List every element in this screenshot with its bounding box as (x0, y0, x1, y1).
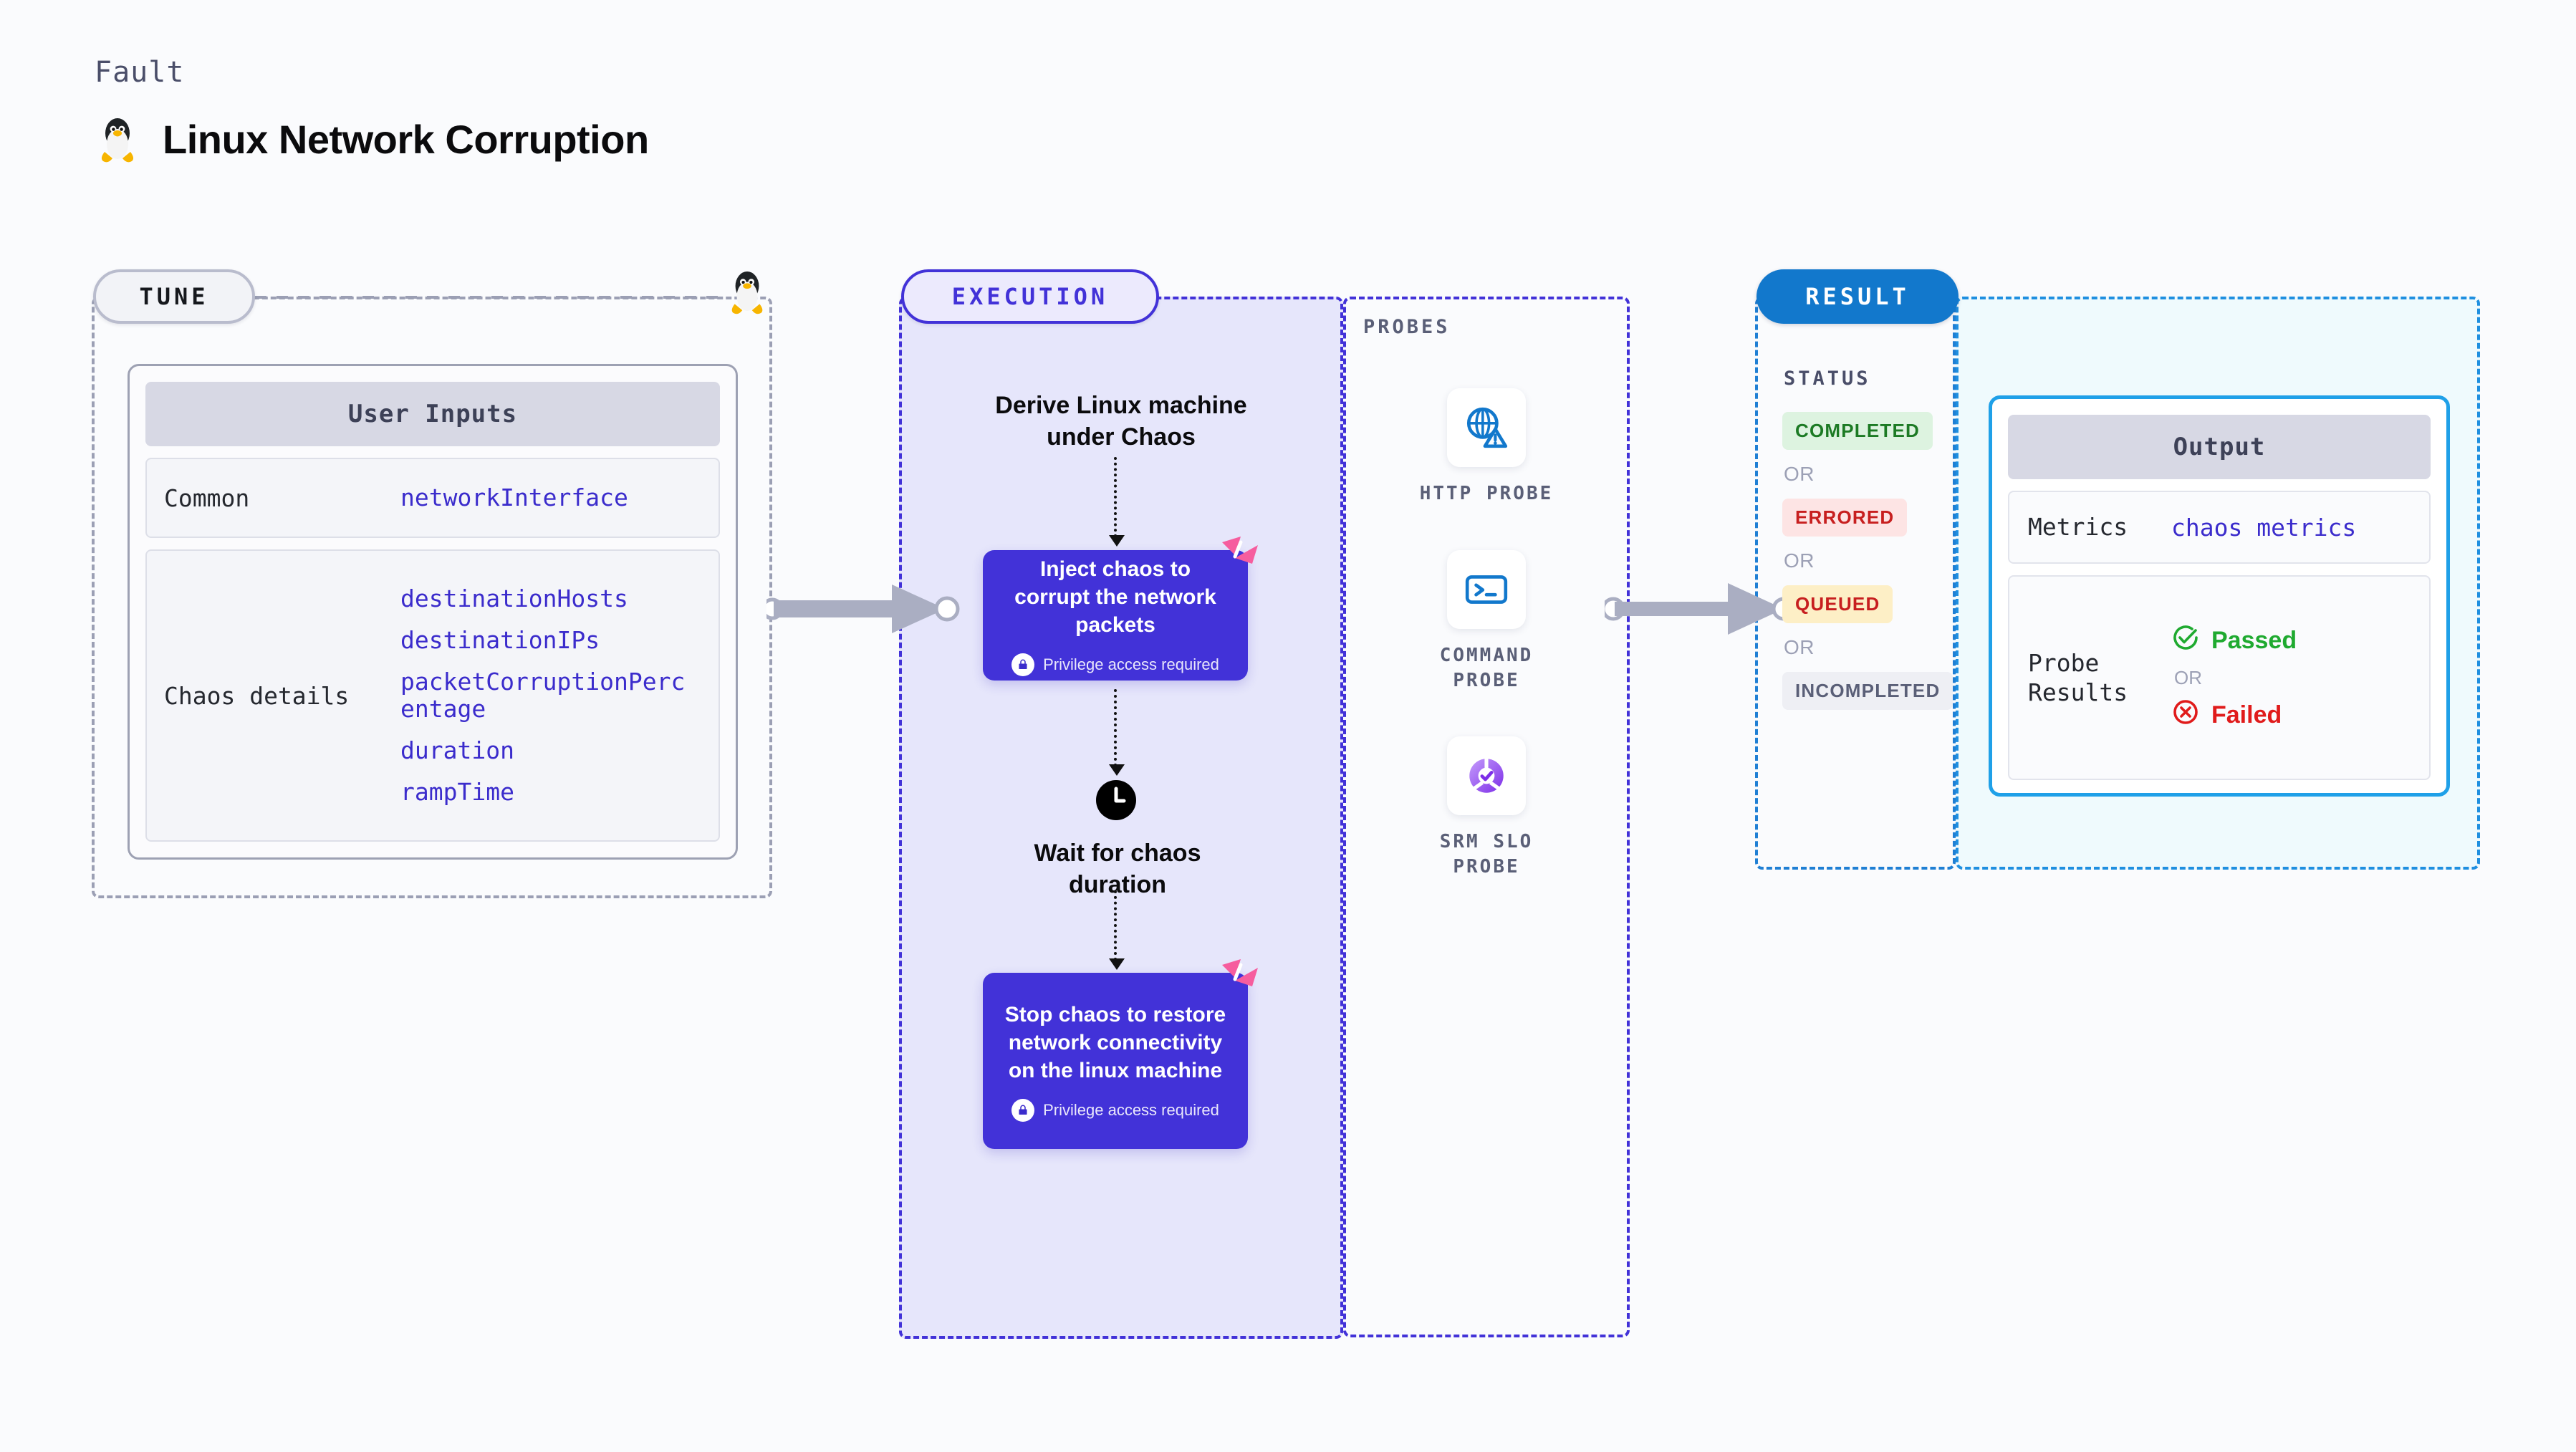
probe-srm-slo[interactable]: SRM SLO PROBE (1400, 736, 1572, 880)
execution-start-label: Derive Linux machine under Chaos (995, 392, 1247, 451)
flow-arrow-1 (1109, 457, 1125, 547)
probe-result-passed: Passed (2171, 623, 2297, 658)
stage-badge-result[interactable]: RESULT (1756, 269, 1959, 324)
globe-warning-icon (1447, 388, 1526, 467)
execution-node-inject-chaos[interactable]: Inject chaos to corrupt the network pack… (983, 550, 1248, 681)
status-badge: QUEUED (1782, 585, 1893, 623)
tune-row-key: Common (164, 484, 250, 512)
or-separator: OR (1784, 463, 1815, 485)
linux-penguin-icon (97, 115, 138, 163)
page-title: Linux Network Corruption (97, 115, 649, 163)
harness-chaos-icon (1219, 534, 1261, 575)
probe-http[interactable]: HTTP PROBE (1400, 388, 1572, 506)
probe-result-options: Passed OR Failed (2171, 623, 2297, 733)
flow-arrow-2 (1109, 689, 1125, 776)
output-row-value[interactable]: chaos metrics (2171, 513, 2357, 542)
wait-for-chaos-label: Wait for chaos duration (1034, 840, 1201, 898)
tune-value[interactable]: duration (400, 736, 514, 764)
probe-result-failed-label: Failed (2211, 701, 2282, 729)
probe-result-passed-label: Passed (2211, 626, 2297, 654)
status-badge: COMPLETED (1782, 412, 1933, 450)
flow-arrow-3 (1109, 890, 1125, 970)
privilege-note: Privilege access required (1011, 653, 1219, 676)
connector-tune-to-execution (766, 585, 960, 633)
tune-dashed-link (255, 296, 728, 299)
tune-value[interactable]: destinationIPs (400, 626, 600, 655)
probe-result-failed: Failed (2171, 698, 2297, 733)
tune-row-chaos-details: Chaos details destinationHosts destinati… (145, 549, 720, 842)
tune-row-key: Chaos details (164, 681, 350, 710)
stage-badge-tune[interactable]: TUNE (93, 269, 255, 324)
fault-kicker: Fault (95, 56, 185, 89)
or-separator: OR (1784, 636, 1815, 658)
node-title: Inject chaos to corrupt the network pack… (1014, 557, 1216, 637)
probe-label: COMMAND PROBE (1439, 645, 1534, 692)
status-badge: INCOMPLETED (1782, 672, 1953, 710)
status-caption: STATUS (1784, 367, 1871, 390)
privilege-note: Privilege access required (1011, 1098, 1219, 1122)
tune-value[interactable]: destinationHosts (400, 585, 628, 613)
output-row-key: Probe Results (2028, 648, 2128, 706)
harness-chaos-icon (1219, 956, 1261, 998)
probe-command[interactable]: COMMAND PROBE (1400, 550, 1572, 693)
terminal-icon (1447, 550, 1526, 629)
probes-caption: PROBES (1363, 316, 1451, 338)
linux-penguin-icon (727, 268, 767, 319)
probe-label: SRM SLO PROBE (1439, 831, 1534, 878)
clock-icon (1095, 779, 1138, 822)
user-inputs-title: User Inputs (145, 382, 720, 446)
user-inputs-card: User Inputs Common networkInterface Chao… (128, 364, 738, 860)
tune-value[interactable]: rampTime (400, 777, 514, 806)
output-row-key: Metrics (2028, 513, 2128, 542)
slo-donut-check-icon (1447, 736, 1526, 815)
status-list: COMPLETED OR ERRORED OR QUEUED OR INCOMP… (1782, 412, 1953, 710)
stage-badge-execution[interactable]: EXECUTION (901, 269, 1159, 324)
tune-row-values: networkInterface (400, 484, 628, 511)
output-row-probe-results: Probe Results Passed OR (2008, 575, 2431, 780)
node-title: Stop chaos to restore network connectivi… (1004, 1002, 1226, 1082)
privilege-text: Privilege access required (1043, 655, 1219, 673)
check-circle-icon (2171, 623, 2200, 658)
tune-value[interactable]: packetCorruptionPercentage (400, 668, 686, 723)
execution-node-stop-chaos[interactable]: Stop chaos to restore network connectivi… (983, 973, 1248, 1149)
output-row-metrics: Metrics chaos metrics (2008, 491, 2431, 564)
probes-stage-container (1343, 297, 1630, 1337)
probe-label: HTTP PROBE (1419, 483, 1554, 504)
or-separator: OR (2174, 666, 2202, 688)
page-title-text: Linux Network Corruption (163, 116, 649, 162)
privilege-text: Privilege access required (1043, 1100, 1219, 1119)
lock-icon (1011, 653, 1035, 676)
tune-value[interactable]: networkInterface (400, 484, 628, 512)
x-circle-icon (2171, 698, 2200, 733)
tune-row-common: Common networkInterface (145, 458, 720, 538)
tune-row-values: destinationHosts destinationIPs packetCo… (400, 585, 694, 806)
output-card: Output Metrics chaos metrics Probe Resul… (1989, 395, 2450, 797)
or-separator: OR (1784, 549, 1815, 572)
lock-icon (1011, 1098, 1035, 1122)
output-card-title: Output (2008, 415, 2431, 479)
status-badge: ERRORED (1782, 499, 1908, 537)
